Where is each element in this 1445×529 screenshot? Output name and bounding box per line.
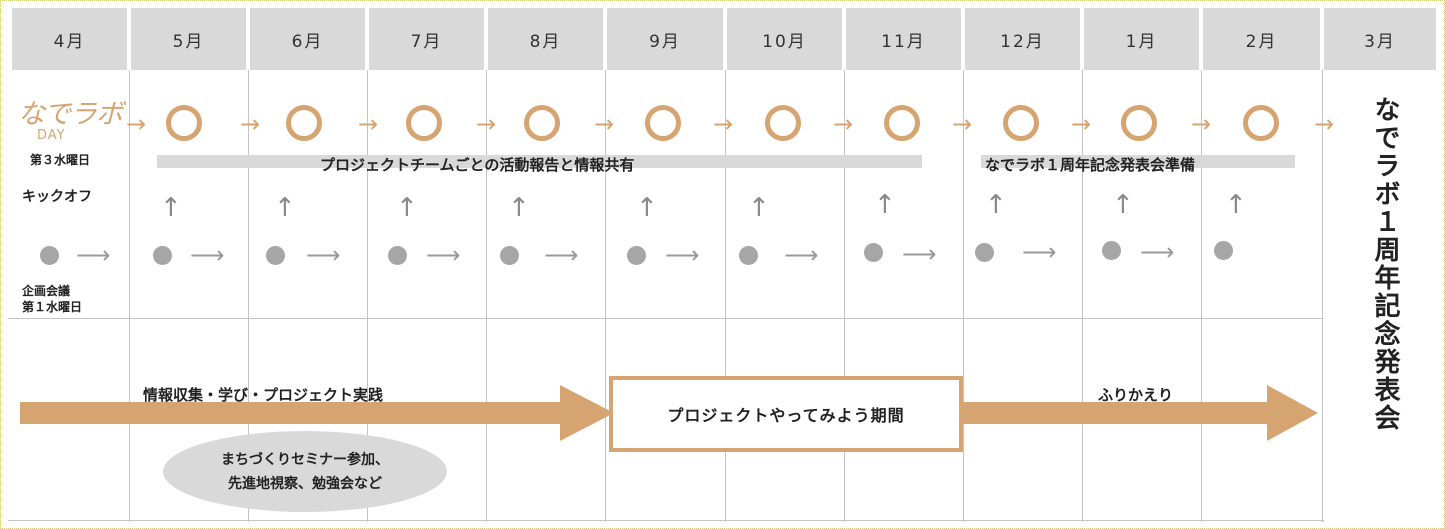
bottom-line xyxy=(8,520,1324,521)
practice-arrow xyxy=(20,385,614,441)
ring-icon xyxy=(645,105,681,141)
grid-line xyxy=(1322,70,1323,522)
month-jun: 6月 xyxy=(250,8,365,70)
ring-icon xyxy=(1243,105,1279,141)
anniversary-prep-label: なでラボ１周年記念発表会準備 xyxy=(985,156,1196,174)
ring-icon xyxy=(166,105,202,141)
dot-icon xyxy=(40,246,59,265)
month-sep: 9月 xyxy=(607,8,723,70)
month-mar: 3月 xyxy=(1324,8,1436,70)
arrow-up-icon: ↑ xyxy=(396,193,418,223)
dot-icon xyxy=(153,246,172,265)
anniversary-event-title: なでラボ１周年記念発表会 xyxy=(1370,96,1400,432)
grid-line xyxy=(725,70,726,522)
month-feb: 2月 xyxy=(1203,8,1320,70)
seminar-line-1: まちづくりセミナー参加、 xyxy=(221,451,389,468)
dot-icon xyxy=(864,243,883,262)
arrow-right-icon: → xyxy=(1191,110,1212,138)
nadelabo-logo: なでラボ xyxy=(18,99,123,130)
arrow-right-icon: ⟶ xyxy=(902,240,937,268)
arrow-up-icon: ↑ xyxy=(508,193,530,223)
arrow-right-icon: → xyxy=(240,110,261,138)
month-aug: 8月 xyxy=(488,8,603,70)
grid-line xyxy=(844,70,845,522)
arrow-right-icon: ⟶ xyxy=(306,241,341,269)
grid-line xyxy=(248,70,249,522)
anniversary-prep-bar xyxy=(981,155,1295,168)
grid-line xyxy=(367,70,368,522)
arrow-right-icon: ⟶ xyxy=(1140,238,1175,266)
arrow-up-icon: ↑ xyxy=(1225,190,1247,220)
ring-icon xyxy=(524,105,560,141)
label-kickoff: キックオフ xyxy=(22,189,92,205)
arrow-right-icon: ⟶ xyxy=(76,241,111,269)
ring-icon xyxy=(765,105,801,141)
ring-icon xyxy=(1003,105,1039,141)
grid-line xyxy=(129,70,130,522)
dot-icon xyxy=(266,246,285,265)
ring-icon xyxy=(286,105,322,141)
arrow-up-icon: ↑ xyxy=(748,193,770,223)
grid-line xyxy=(963,70,964,522)
practice-label: 情報収集・学び・プロジェクト実践 xyxy=(143,386,384,404)
ring-icon xyxy=(1121,105,1157,141)
seminar-ellipse: まちづくりセミナー参加、 先進地視察、勉強会など xyxy=(163,431,447,512)
arrow-right-icon: → xyxy=(1314,110,1335,138)
month-apr: 4月 xyxy=(12,8,127,70)
ring-icon xyxy=(884,105,920,141)
nadelabo-logo-sub: DAY xyxy=(37,128,66,143)
arrow-up-icon: ↑ xyxy=(636,193,658,223)
month-jan: 1月 xyxy=(1084,8,1199,70)
arrow-right-icon: → xyxy=(358,110,379,138)
arrow-right-icon: → xyxy=(713,110,734,138)
arrow-up-icon: ↑ xyxy=(274,193,296,223)
dot-icon xyxy=(739,246,758,265)
arrow-up-icon: ↑ xyxy=(874,190,896,220)
label-third-wednesday: 第３水曜日 xyxy=(30,153,91,167)
seminar-line-2: 先進地視察、勉強会など xyxy=(228,475,382,492)
dot-icon xyxy=(975,243,994,262)
month-nov: 11月 xyxy=(846,8,961,70)
grid-line xyxy=(1082,70,1083,522)
arrow-up-icon: ↑ xyxy=(1112,190,1134,220)
arrow-right-icon: ⟶ xyxy=(544,241,579,269)
arrow-right-icon: → xyxy=(833,110,854,138)
activity-report-label: プロジェクトチームごとの活動報告と情報共有 xyxy=(320,156,635,174)
arrow-right-icon: → xyxy=(476,110,497,138)
activity-report-bar xyxy=(157,155,922,168)
arrow-right-icon: ⟶ xyxy=(1022,238,1057,266)
dot-icon xyxy=(1102,241,1121,260)
grid-line xyxy=(605,70,606,522)
arrow-up-icon: ↑ xyxy=(985,190,1007,220)
arrow-right-icon: → xyxy=(126,110,147,138)
label-planning-meeting: 企画会議 xyxy=(22,284,71,298)
month-jul: 7月 xyxy=(369,8,484,70)
month-oct: 10月 xyxy=(727,8,842,70)
month-dec: 12月 xyxy=(965,8,1080,70)
ring-icon xyxy=(406,105,442,141)
month-may: 5月 xyxy=(131,8,246,70)
arrow-right-icon: ⟶ xyxy=(190,241,225,269)
try-period-box: プロジェクトやってみよう期間 xyxy=(609,376,963,452)
arrow-right-icon: → xyxy=(1071,110,1092,138)
dot-icon xyxy=(388,246,407,265)
label-first-wednesday: 第１水曜日 xyxy=(22,300,83,314)
grid-line xyxy=(1201,70,1202,522)
reflection-label: ふりかえり xyxy=(1098,386,1174,404)
arrow-right-icon: ⟶ xyxy=(784,241,819,269)
try-period-label: プロジェクトやってみよう期間 xyxy=(667,406,905,425)
arrow-right-icon: → xyxy=(952,110,973,138)
arrow-right-icon: ⟶ xyxy=(426,241,461,269)
arrow-right-icon: → xyxy=(594,110,615,138)
grid-line xyxy=(486,70,487,522)
dot-icon xyxy=(500,246,519,265)
row-divider xyxy=(8,318,1324,319)
reflection-arrow xyxy=(962,385,1318,441)
arrow-up-icon: ↑ xyxy=(160,193,182,223)
dot-icon xyxy=(627,246,646,265)
dot-icon xyxy=(1214,241,1233,260)
arrow-right-icon: ⟶ xyxy=(665,241,700,269)
